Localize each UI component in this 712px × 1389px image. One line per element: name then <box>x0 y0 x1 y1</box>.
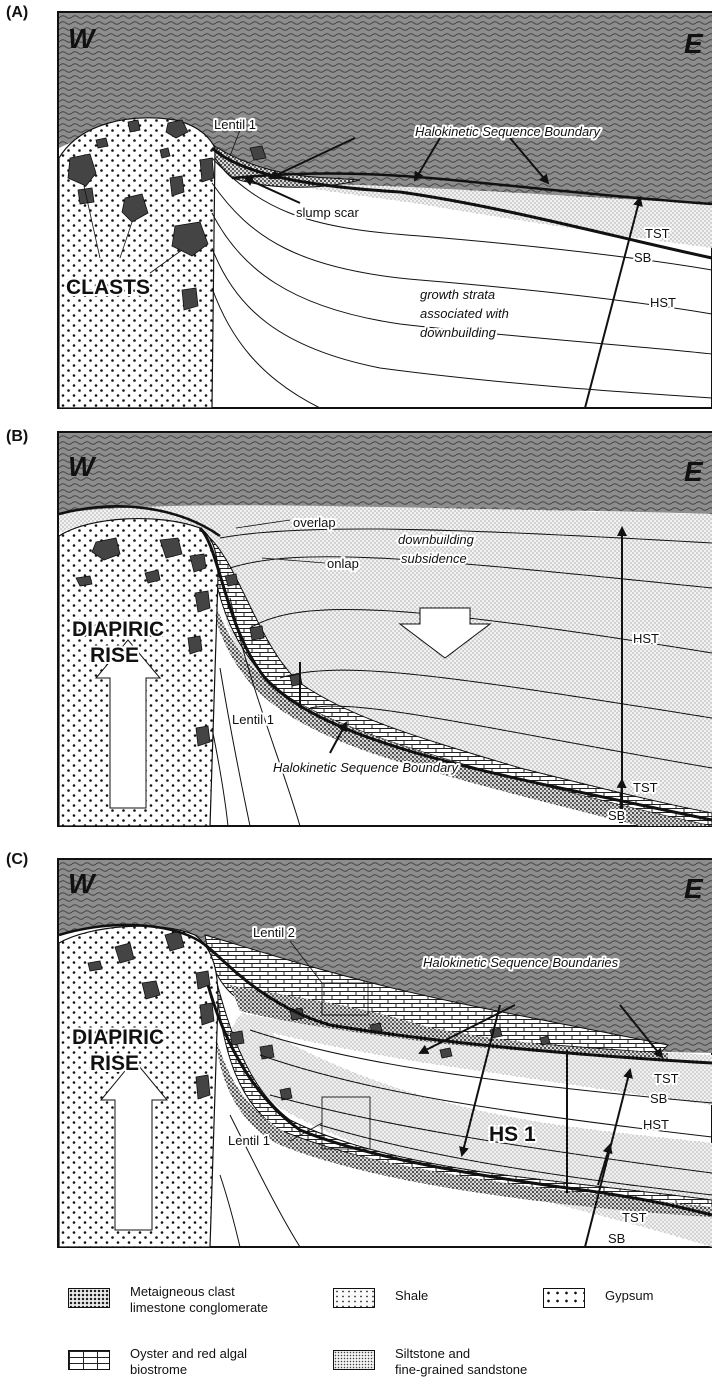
panel-c-lentil1: Lentil 1 <box>228 1133 270 1148</box>
legend-biostrome-line-2: biostrome <box>130 1362 247 1378</box>
legend-conglomerate: Metaigneous clast limestone conglomerate <box>68 1284 268 1316</box>
panel-c-diagram: W E Lentil 2 Halokinetic Sequence Bounda… <box>0 855 712 1249</box>
panel-a-east: E <box>684 28 704 59</box>
legend-text-gypsum: Gypsum <box>605 1288 653 1304</box>
panel-a-growth-1: growth strata <box>420 287 495 302</box>
legend-text-conglomerate: Metaigneous clast limestone conglomerate <box>130 1284 268 1316</box>
panel-c-sb-upper: SB <box>650 1091 667 1106</box>
panel-c-hsbs: Halokinetic Sequence Boundaries <box>423 955 619 970</box>
legend-siltstone-line-2: fine-grained sandstone <box>395 1362 527 1378</box>
legend-swatch-siltstone <box>333 1350 375 1370</box>
panel-a-tst: TST <box>645 226 670 241</box>
panel-b-east: E <box>684 456 704 487</box>
panel-a-hst: HST <box>650 295 676 310</box>
legend-shale: Shale <box>333 1284 428 1308</box>
legend-siltstone: Siltstone and fine-grained sandstone <box>333 1346 527 1378</box>
panel-a-lentil1: Lentil 1 <box>214 117 256 132</box>
panel-b-subsidence: subsidence <box>401 551 467 566</box>
panel-b-diapiric: DIAPIRIC <box>72 618 164 641</box>
legend-swatch-gypsum <box>543 1288 585 1308</box>
legend-text-siltstone: Siltstone and fine-grained sandstone <box>395 1346 527 1378</box>
panel-c-tst-lower: TST <box>622 1210 647 1225</box>
legend-text-shale: Shale <box>395 1288 428 1304</box>
panel-b-lentil1: Lentil 1 <box>232 712 274 727</box>
panel-a-hsb: Halokinetic Sequence Boundary <box>415 124 602 139</box>
panel-b-sb: SB <box>608 808 625 823</box>
panel-c-tst-upper: TST <box>654 1071 679 1086</box>
panel-c-diapiric: DIAPIRIC <box>72 1026 164 1049</box>
panel-a-slump: slump scar <box>296 205 360 220</box>
panel-c-hs1: HS 1 <box>489 1123 536 1146</box>
panel-b-overlap: overlap <box>293 515 336 530</box>
panel-b-diagram: W E overlap onlap downbuilding subsidenc… <box>0 428 712 828</box>
legend-conglomerate-line-1: Metaigneous clast <box>130 1284 268 1300</box>
legend-siltstone-line-1: Siltstone and <box>395 1346 527 1362</box>
panel-b-downbuilding: downbuilding <box>398 532 475 547</box>
legend-swatch-shale <box>333 1288 375 1308</box>
panel-b-west: W <box>68 451 97 482</box>
panel-b-hst: HST <box>633 631 659 646</box>
legend-gypsum: Gypsum <box>543 1284 653 1308</box>
legend-biostrome-line-1: Oyster and red algal <box>130 1346 247 1362</box>
panel-a-diagram: W E Lentil 1 Halokinetic Sequence Bounda… <box>0 8 712 412</box>
panel-a-sb: SB <box>634 250 651 265</box>
panel-c-east: E <box>684 873 704 904</box>
panel-a-clasts: CLASTS <box>66 276 150 299</box>
panel-a-west: W <box>68 23 97 54</box>
panel-c-west: W <box>68 868 97 899</box>
panel-b-onlap: onlap <box>327 556 359 571</box>
panel-b-hsb: Halokinetic Sequence Boundary <box>273 760 460 775</box>
panel-c-hst: HST <box>643 1117 669 1132</box>
legend-swatch-biostrome <box>68 1350 110 1370</box>
panel-c-sb-lower: SB <box>608 1231 625 1246</box>
legend-swatch-conglomerate <box>68 1288 110 1308</box>
panel-a-growth-3: downbuilding <box>420 325 497 340</box>
legend-conglomerate-line-2: limestone conglomerate <box>130 1300 268 1316</box>
legend-text-biostrome: Oyster and red algal biostrome <box>130 1346 247 1378</box>
panel-c-rise: RISE <box>90 1052 139 1075</box>
panel-b-tst: TST <box>633 780 658 795</box>
panel-c-lentil2: Lentil 2 <box>253 925 295 940</box>
legend-biostrome: Oyster and red algal biostrome <box>68 1346 247 1378</box>
panel-a-growth-2: associated with <box>420 306 509 321</box>
panel-b-rise: RISE <box>90 644 139 667</box>
